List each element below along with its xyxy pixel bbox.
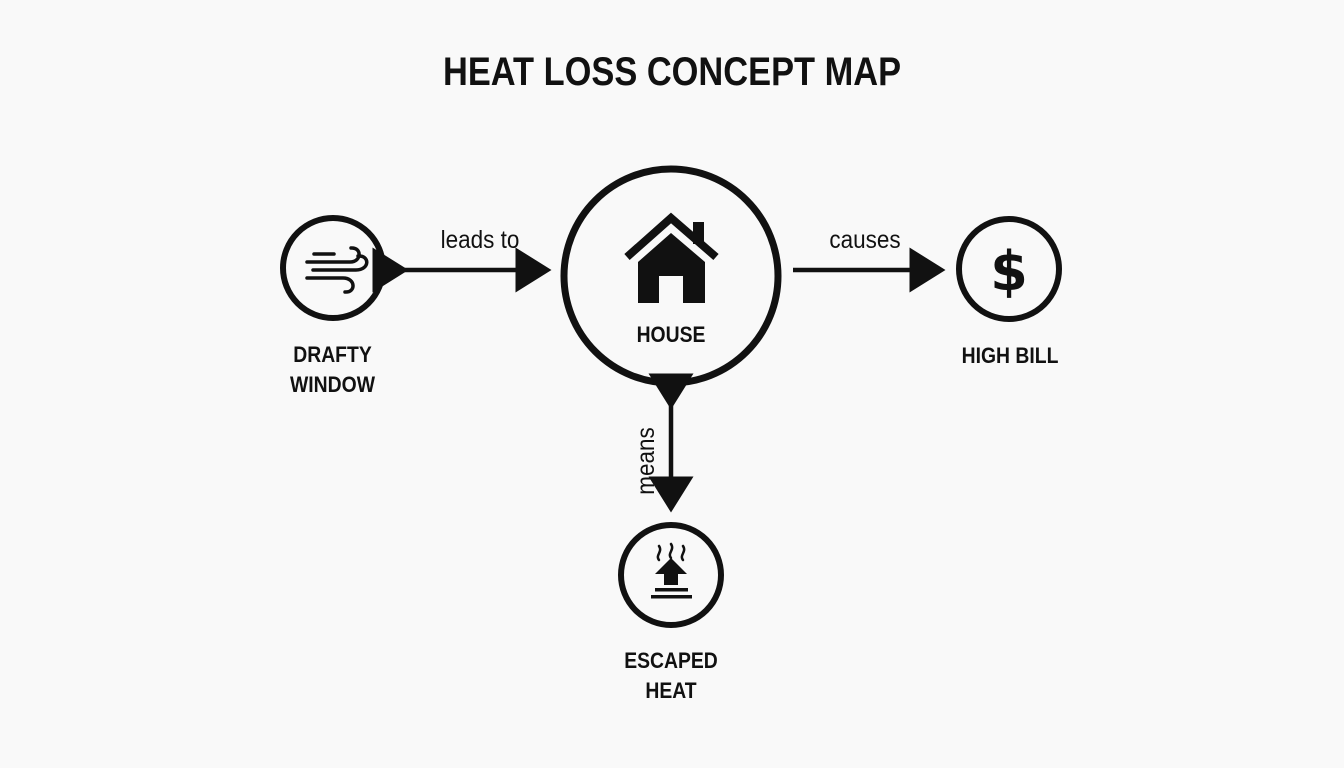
drafty-window-node <box>280 215 386 321</box>
diagram-title: HEAT LOSS CONCEPT MAP <box>442 50 902 94</box>
house-icon <box>624 212 719 303</box>
edge-label-means: means <box>632 427 660 495</box>
escaped-heat-node <box>618 522 724 628</box>
edge-label-causes: causes <box>829 226 901 254</box>
house-node <box>560 165 782 387</box>
house-label: HOUSE <box>636 322 706 347</box>
high-bill-node: $ <box>956 216 1062 322</box>
rising-heat-icon <box>651 542 692 599</box>
wind-icon <box>305 246 369 294</box>
edge-label-leads-to: leads to <box>440 226 520 254</box>
drafty-window-label: DRAFTY WINDOW <box>273 340 392 400</box>
drafty-window-label-line1: DRAFTY <box>293 342 372 367</box>
escaped-heat-label: ESCAPED HEAT <box>624 648 718 703</box>
high-bill-label: HIGH BILL <box>961 343 1059 368</box>
dollar-icon: $ <box>990 240 1028 303</box>
drafty-window-label-line2: WINDOW <box>290 372 375 397</box>
